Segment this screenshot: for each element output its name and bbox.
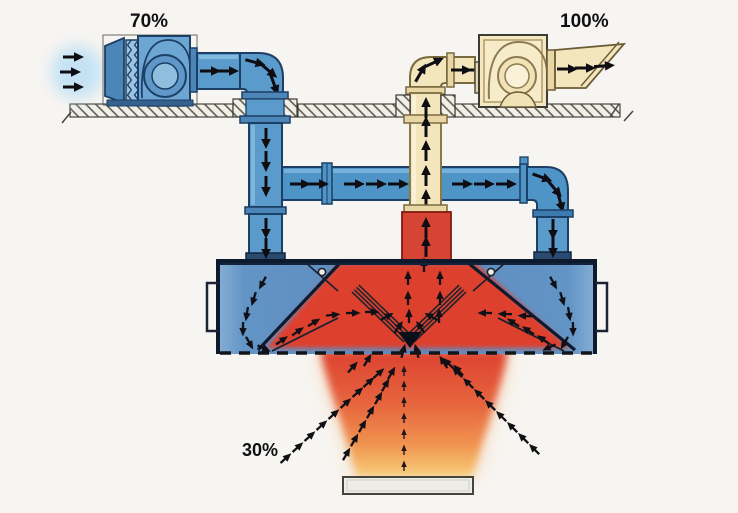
hood-bracket-right bbox=[595, 281, 609, 333]
fan-scroll-eye bbox=[151, 62, 179, 90]
hood-wall-right bbox=[465, 260, 577, 352]
makeup-air-label: 30% bbox=[242, 440, 278, 460]
cooking-appliance bbox=[342, 476, 474, 495]
fan-scroll-curve bbox=[140, 39, 191, 99]
inlet-bell bbox=[104, 36, 125, 105]
exhaust-fan-label: 100% bbox=[560, 11, 609, 32]
outlet-flange bbox=[189, 47, 198, 93]
exhaust-fan-scroll-curve bbox=[487, 40, 548, 100]
filter-drain-point bbox=[398, 332, 422, 348]
ceiling-collar bbox=[440, 94, 456, 118]
supply-fan-label: 70% bbox=[130, 11, 168, 32]
hood-screw-right bbox=[486, 267, 496, 277]
inlet-grille-mesh bbox=[126, 40, 138, 102]
exhaust-elbow bbox=[409, 56, 448, 88]
induced-room-air: 30% bbox=[242, 350, 544, 472]
hood-bracket-left bbox=[205, 281, 218, 333]
exhaust-duct-run bbox=[395, 52, 487, 263]
grease-filter-left bbox=[351, 284, 412, 343]
exhaust-fan bbox=[474, 34, 627, 108]
exhaust-fan-pedestal bbox=[498, 91, 538, 108]
hood-screw-left bbox=[317, 267, 327, 277]
hood-wall-left bbox=[256, 260, 343, 352]
supply-fan bbox=[51, 34, 241, 107]
extraction-hood bbox=[205, 256, 609, 360]
intake-arrows bbox=[58, 50, 86, 94]
fan-base bbox=[106, 99, 194, 107]
ceiling-collar bbox=[232, 98, 247, 118]
exhaust-fan-scroll-eye bbox=[504, 63, 530, 89]
ceiling-collar bbox=[395, 94, 411, 118]
ceiling-collar bbox=[283, 98, 298, 118]
hood-border bbox=[216, 259, 597, 354]
